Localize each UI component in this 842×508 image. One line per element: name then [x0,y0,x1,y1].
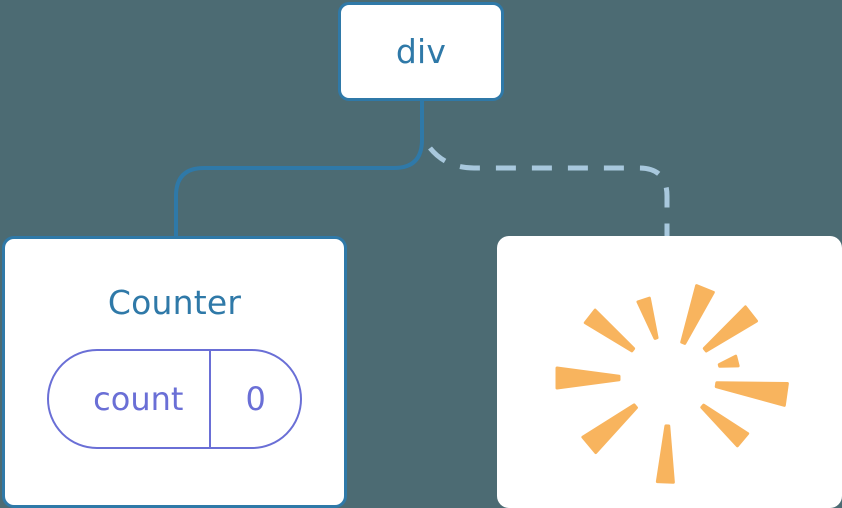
node-div[interactable]: div [338,2,504,101]
burst-ray-3 [702,305,758,353]
edge-div-to-counter [174,98,424,238]
state-value-label: 0 [209,351,299,447]
node-counter-label: Counter [107,283,242,322]
burst-ray-8 [581,403,638,455]
burst-ray-7 [700,403,750,448]
sparkle-burst-icon [555,284,789,484]
burst-ray-5 [555,366,621,390]
burst-ray-6 [714,381,789,407]
burst-ray-9 [655,424,675,484]
node-burst[interactable] [497,236,842,508]
burst-ray-4 [583,308,636,353]
node-div-label: div [395,32,447,71]
burst-ray-1 [680,284,715,345]
burst-ray-10 [717,354,740,368]
node-counter[interactable]: Counter count 0 [2,236,347,508]
state-pill-count[interactable]: count 0 [47,349,302,449]
edge-div-to-burst [428,146,670,236]
burst-ray-2 [636,296,659,340]
state-key-label: count [93,380,184,418]
